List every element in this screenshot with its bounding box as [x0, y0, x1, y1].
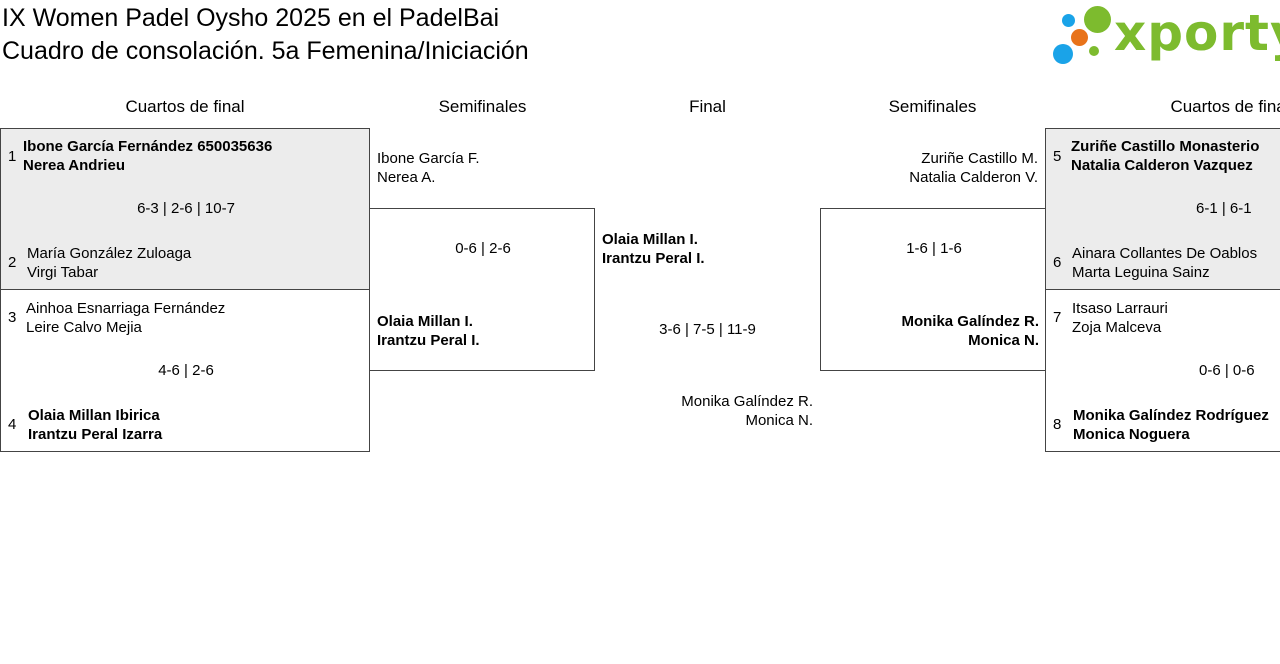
semi-team-name: Monica N. [968, 332, 1039, 349]
player-name: Irantzu Peral Izarra [28, 426, 163, 443]
round-header-left-semis: Semifinales [438, 97, 527, 116]
final-team-name: Irantzu Peral I. [602, 250, 705, 267]
seed-number: 3 [8, 309, 17, 326]
player-name: Monika Galíndez Rodríguez [1073, 407, 1269, 424]
logo-dot-green-small [1089, 46, 1099, 56]
player-name: Natalia Calderon Vazquez [1071, 157, 1253, 174]
player-name: Olaia Millan Ibirica [28, 407, 160, 424]
match-score: 6-3 | 2-6 | 10-7 [137, 200, 235, 217]
final-score: 3-6 | 7-5 | 11-9 [659, 321, 756, 338]
round-header-right-semis: Semifinales [888, 97, 977, 116]
final-team-name: Olaia Millan I. [602, 231, 698, 248]
semi-team-name: Zuriñe Castillo M. [921, 150, 1038, 167]
semi-team-name: Natalia Calderon V. [909, 169, 1038, 186]
match-left-quarter-2[interactable]: 3 Ainhoa Esnarriaga Fernández Leire Calv… [0, 289, 370, 452]
match-left-semi[interactable]: 0-6 | 2-6 Olaia Millan I. Irantzu Peral … [369, 208, 595, 371]
player-name: Nerea Andrieu [23, 157, 125, 174]
logo-text: xporty [1114, 4, 1280, 62]
semi-team-name: Olaia Millan I. [377, 313, 473, 330]
final-team-name: Monica N. [745, 412, 813, 429]
player-name: Zuriñe Castillo Monasterio [1071, 138, 1260, 155]
player-name: Ainara Collantes De Oablos [1072, 245, 1258, 262]
xporty-logo: xporty [1050, 2, 1280, 70]
seed-number: 7 [1053, 309, 1062, 326]
round-header-left-quarters: Cuartos de final [125, 97, 245, 116]
match-score: 0-6 | 0-6 [1199, 362, 1255, 379]
semi-team-name: Nerea A. [377, 169, 436, 186]
semi-team-name: Ibone García F. [377, 150, 480, 167]
round-header-right-quarters: Cuartos de final [1170, 97, 1280, 116]
match-right-quarter-2[interactable]: 7 Itsaso Larrauri Zoja Malceva 0-6 | 0-6… [1045, 289, 1280, 452]
player-name: Virgi Tabar [27, 264, 99, 281]
page-subtitle: Cuadro de consolación. 5a Femenina/Inici… [2, 37, 529, 65]
seed-number: 5 [1053, 148, 1062, 165]
logo-dot-blue [1062, 14, 1075, 27]
seed-number: 1 [8, 148, 17, 165]
player-name: Monica Noguera [1073, 426, 1190, 443]
seed-number: 4 [8, 416, 17, 433]
match-score: 0-6 | 2-6 [455, 240, 511, 257]
seed-number: 6 [1053, 254, 1062, 271]
match-right-quarter-1[interactable]: 5 Zuriñe Castillo Monasterio Natalia Cal… [1045, 128, 1280, 290]
match-left-quarter-1[interactable]: 1 Ibone García Fernández 650035636 Nerea… [0, 128, 370, 290]
round-header-final: Final [689, 97, 726, 116]
seed-number: 8 [1053, 416, 1062, 433]
match-score: 1-6 | 1-6 [906, 240, 962, 257]
match-score: 6-1 | 6-1 [1196, 200, 1252, 217]
player-name: Ainhoa Esnarriaga Fernández [26, 300, 226, 317]
player-name: Itsaso Larrauri [1072, 300, 1168, 317]
match-right-semi[interactable]: 1-6 | 1-6 Monika Galíndez R. Monica N. [820, 208, 1046, 371]
logo-dot-blue-large [1053, 44, 1073, 64]
semi-team-name: Irantzu Peral I. [377, 332, 480, 349]
logo-dot-orange [1071, 29, 1088, 46]
player-name: María González Zuloaga [27, 245, 192, 262]
semi-team-name: Monika Galíndez R. [901, 313, 1039, 330]
player-name: Ibone García Fernández 650035636 [23, 138, 273, 155]
player-name: Zoja Malceva [1072, 319, 1162, 336]
player-name: Leire Calvo Mejia [26, 319, 142, 336]
page-title: IX Women Padel Oysho 2025 en el PadelBai [2, 4, 500, 32]
logo-dot-green [1084, 6, 1111, 33]
final-team-name: Monika Galíndez R. [681, 393, 813, 410]
match-score: 4-6 | 2-6 [158, 362, 214, 379]
player-name: Marta Leguina Sainz [1072, 264, 1210, 281]
seed-number: 2 [8, 254, 17, 271]
